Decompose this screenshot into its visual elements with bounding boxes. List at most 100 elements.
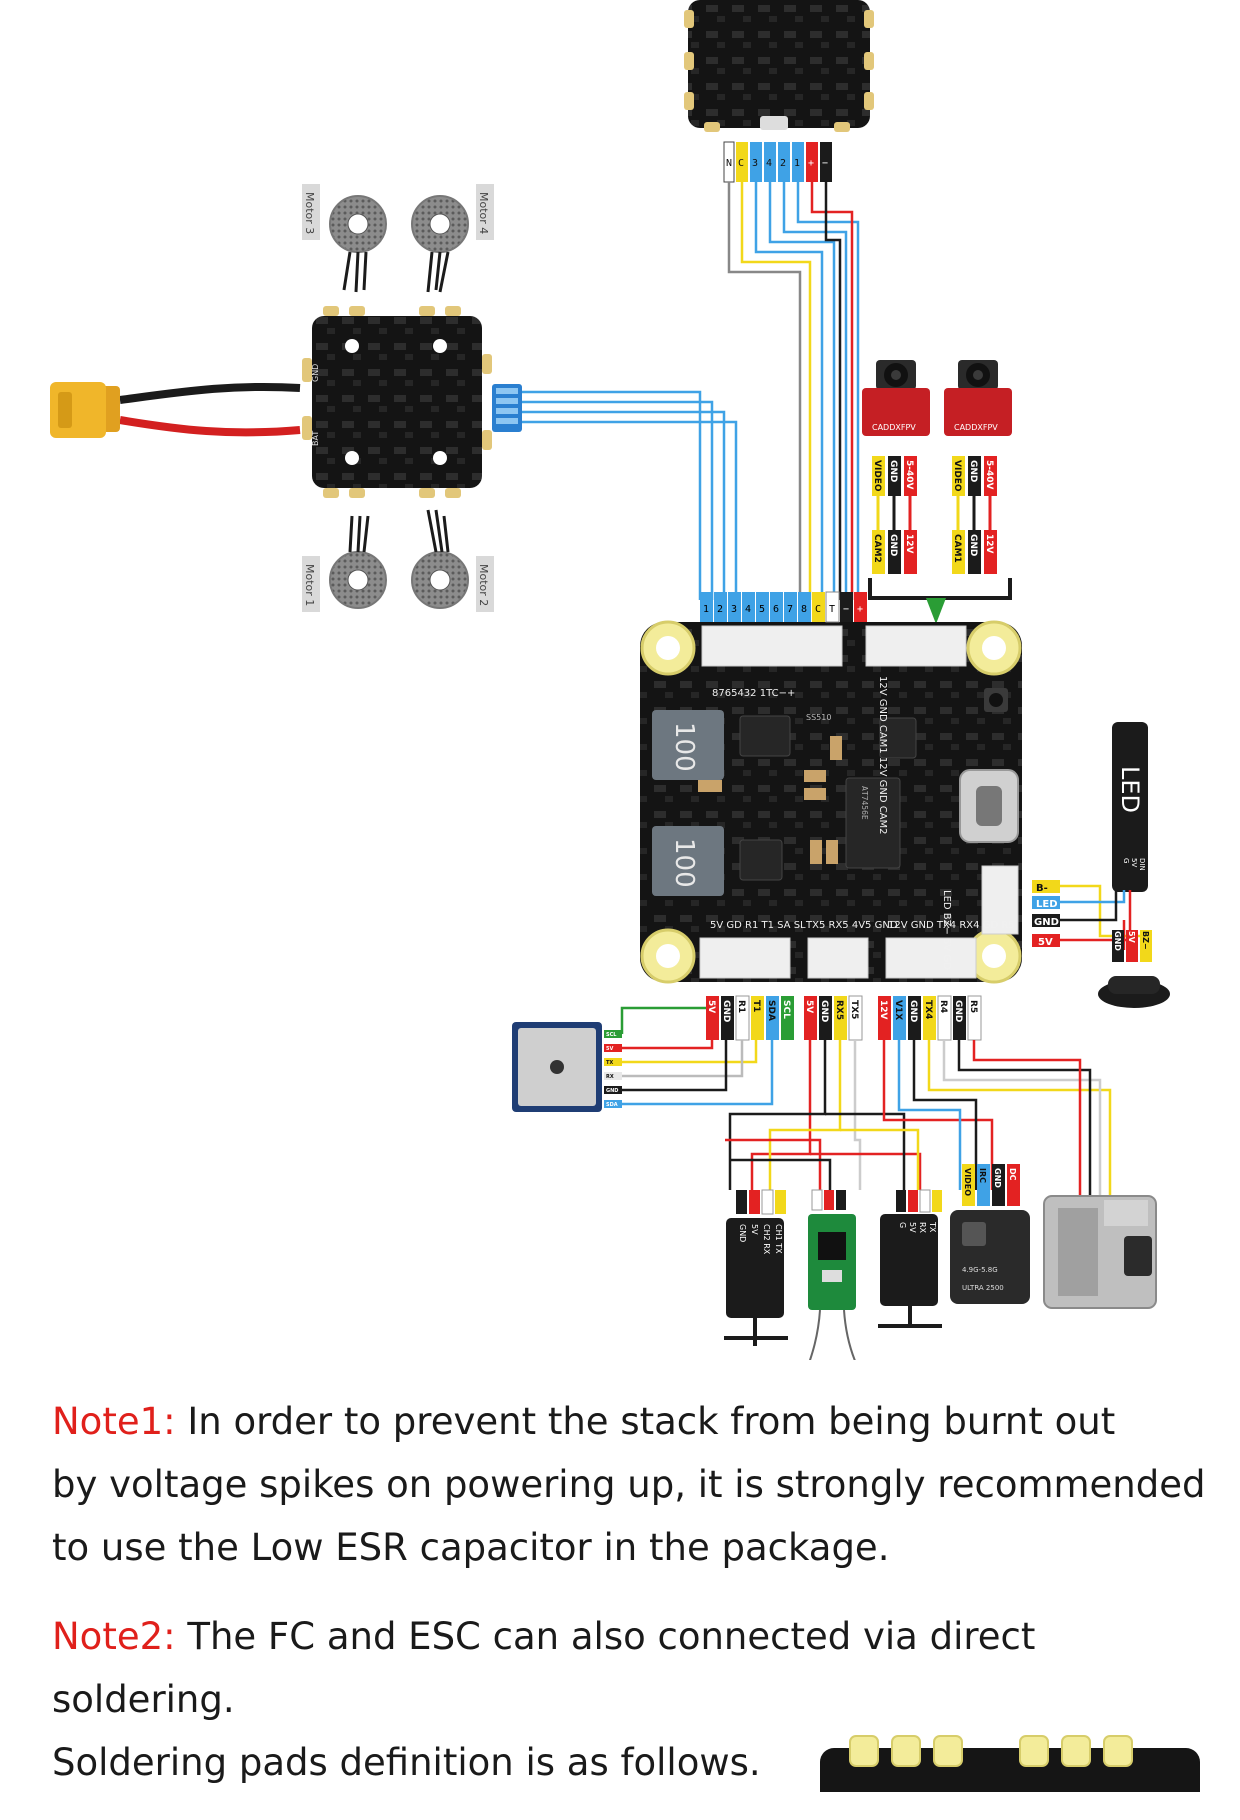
note-2-line-2: Soldering pads definition is as follows. — [52, 1741, 761, 1784]
hd-air-unit — [1043, 1195, 1157, 1309]
gps-pin-3: RX — [606, 1074, 614, 1080]
note-1-line-1: In order to prevent the stack from being… — [187, 1400, 1116, 1443]
fc-top-pad-7: 8 — [801, 604, 807, 615]
gps-port-0: 5V — [706, 1000, 716, 1013]
cam2-fc-12v: 12V — [904, 534, 914, 554]
cam1-fc-12v: 12V — [984, 534, 994, 554]
rx-right-pin-rx: RX — [918, 1222, 927, 1234]
esc-board-left: GND BAT — [302, 306, 492, 498]
buzzer-pin-5v: 5V — [1127, 931, 1136, 944]
motor-1: Motor 1 — [302, 515, 387, 612]
led-pin-5v: 5V — [1130, 858, 1138, 867]
inductor-2-label: 100 — [669, 838, 699, 888]
cam1-fc-label: CAM1 — [952, 534, 962, 563]
gps-pin-5: SDA — [606, 1102, 618, 1108]
camera-1: CADDXFPV — [944, 360, 1012, 436]
fc-usb-chip-silk: SS510 — [806, 713, 831, 722]
camera-arrow — [926, 598, 946, 624]
vtx-port-labels: 12V V1X GND TX4 R4 GND R5 — [878, 995, 982, 1041]
vtx-port-0: 12V — [878, 1000, 888, 1020]
fc-bottom-right-silk: 12V GND TX4 RX4 GD R5 — [888, 920, 1015, 931]
gps-pin-4: GND — [606, 1088, 618, 1094]
fc-top-pad-9: T — [829, 604, 835, 615]
gps-port-4: SDA — [766, 1000, 776, 1021]
camera-2-brand: CADDXFPV — [872, 423, 916, 432]
receiver-left: GND 5V CH2 RX CH1 TX — [724, 1189, 788, 1346]
gps-port-3: T1 — [751, 1000, 761, 1012]
fc-top-pad-3: 4 — [745, 604, 751, 615]
side-pin-bminus: B- — [1036, 883, 1048, 894]
camera-bracket — [868, 578, 1012, 600]
esc-top-pad-0: N — [726, 158, 732, 169]
rx-port-2: RX5 — [834, 1000, 844, 1020]
camera-1-brand: CADDXFPV — [954, 423, 998, 432]
gps-pin-0: SCL — [606, 1032, 617, 1038]
wiring-diagram: N C 3 4 2 1 + − — [50, 0, 1170, 1360]
notes-section: Note1: In order to prevent the stack fro… — [52, 1390, 1212, 1820]
flight-controller: 100 100 AT7456E 8765432 1TC−+ 12V GND CA… — [640, 620, 1022, 984]
gps-module: SCL 5V TX RX GND SDA — [512, 1022, 622, 1112]
fc-top-pad-8: C — [815, 604, 821, 615]
fc-top-pad-0: 1 — [703, 604, 709, 615]
motor-2: Motor 2 — [411, 509, 494, 612]
esc-top-pad-7: − — [822, 158, 828, 169]
fc-top-pad-11: + — [857, 604, 863, 615]
soldering-pads-board-preview — [820, 1735, 1200, 1792]
fc-top-pad-4: 5 — [759, 604, 765, 615]
camera-1-pin-video: VIDEO — [952, 460, 962, 492]
fc-top-pad-2: 3 — [731, 604, 737, 615]
rx-left-pin-ch1: CH1 TX — [774, 1224, 783, 1254]
note-1: Note1: In order to prevent the stack fro… — [52, 1390, 1212, 1579]
fc-top-pad-row: 1 2 3 4 5 6 7 8 C T − + — [700, 591, 867, 623]
led-strip-label: LED — [1116, 766, 1144, 813]
camera-wires — [876, 496, 992, 530]
camera-2-pin-gnd: GND — [888, 460, 898, 482]
esc-top-pad-row: N C 3 4 2 1 + − — [723, 141, 832, 183]
buzzer-pin-gnd: GND — [1113, 931, 1122, 951]
vtx-text-band: 4.9G-5.8G — [962, 1266, 998, 1274]
vtx-port-2: GND — [908, 1000, 918, 1022]
side-pin-led: LED — [1036, 899, 1058, 910]
fc-cam-port-silk: 12V GND CAM1 12V GND CAM2 — [877, 676, 888, 835]
note-1-label: Note1: — [52, 1400, 176, 1443]
gps-pin-1: 5V — [606, 1046, 613, 1052]
vtx-module: VIDEO IRC GND DC 4.9G-5.8G ULTRA 2500 — [950, 1164, 1030, 1304]
fc-top-pad-6: 7 — [787, 604, 793, 615]
esc-top-pad-3: 4 — [766, 158, 772, 169]
vtx-port-1: V1X — [893, 1000, 903, 1020]
rx-left-pin-gnd: GND — [738, 1224, 747, 1242]
camera-1-pin-power: 5-40V — [984, 460, 994, 490]
esc-bat-label: BAT — [311, 431, 320, 446]
fc-top-pad-5: 6 — [773, 604, 779, 615]
esc-to-fc-wires — [522, 182, 860, 600]
note-1-line-3: to use the Low ESR capacitor in the pack… — [52, 1526, 890, 1569]
vtx-port-6: R5 — [968, 1000, 978, 1013]
vtx-port-5: GND — [953, 1000, 963, 1022]
camera-2-pin-video: VIDEO — [872, 460, 882, 492]
gps-port-5: SCL — [781, 1000, 791, 1019]
vtx-text-model: ULTRA 2500 — [962, 1284, 1004, 1292]
gps-port-labels: 5V GND R1 T1 SDA SCL — [706, 995, 794, 1041]
rx-right-pin-g: G — [898, 1222, 907, 1228]
vtx-pin-irc: IRC — [978, 1168, 987, 1183]
note-2-line-1: The FC and ESC can also connected via di… — [52, 1615, 1036, 1721]
led-pin-g: G — [1122, 858, 1130, 863]
side-pin-5v: 5V — [1038, 937, 1053, 948]
fc-top-pad-1: 2 — [717, 604, 723, 615]
lower-wiring — [620, 1006, 1112, 1200]
esc-board-top — [684, 0, 874, 132]
side-pin-gnd: GND — [1034, 917, 1059, 928]
note-2: Note2: The FC and ESC can also connected… — [52, 1605, 1212, 1794]
osd-chip-label: AT7456E — [860, 786, 869, 820]
esc-top-pad-1: C — [738, 158, 744, 169]
note-1-line-2: by voltage spikes on powering up, it is … — [52, 1463, 1206, 1506]
side-connector-labels: B- LED GND 5V — [1032, 880, 1060, 948]
rx-port-3: TX5 — [849, 1000, 859, 1019]
fc-top-pad-10: − — [843, 604, 849, 615]
rx-port-1: GND — [819, 1000, 829, 1022]
note-2-label: Note2: — [52, 1615, 176, 1658]
gps-pin-2: TX — [606, 1060, 613, 1066]
esc-fc-connector — [492, 384, 522, 432]
xt60-connector — [50, 382, 301, 438]
camera-1-pin-gnd: GND — [968, 460, 978, 482]
